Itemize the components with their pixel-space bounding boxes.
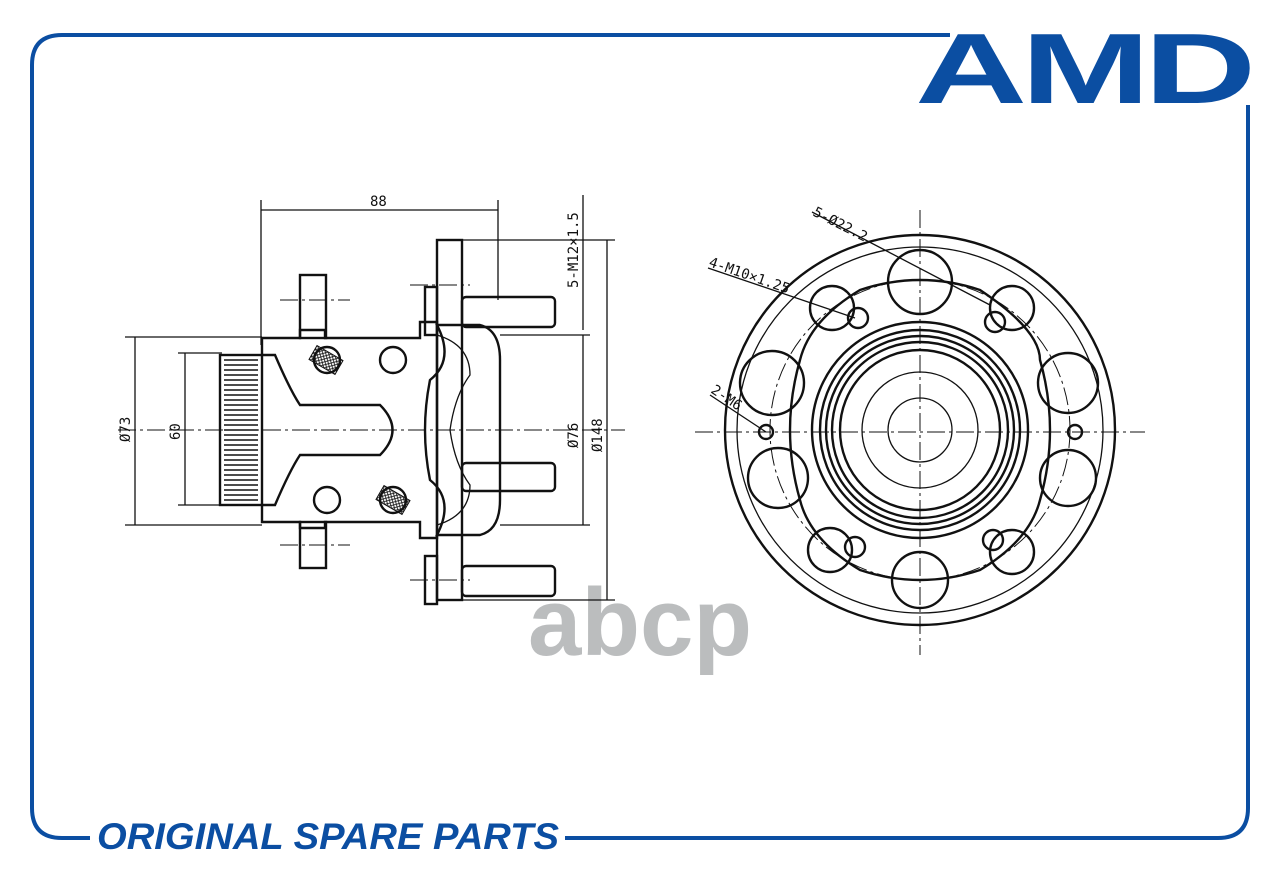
slogan: ORIGINAL SPARE PARTS	[97, 816, 559, 857]
bolt-hole	[988, 284, 1036, 332]
threaded-hole	[843, 535, 867, 559]
hub-ring	[824, 334, 1016, 526]
svg-text:AMD: AMD	[915, 13, 1251, 125]
watermark: abcp	[528, 569, 752, 676]
bolt-hole	[1036, 351, 1100, 415]
label-threaded-holes: 4-M10×1.25	[707, 255, 792, 298]
dim-abs-dia: Ø73	[118, 417, 134, 442]
bolt-hole	[746, 446, 810, 510]
hub-ring	[861, 371, 979, 489]
stud	[460, 564, 557, 598]
bolt-hole	[886, 248, 954, 316]
hub-ring	[810, 320, 1030, 540]
side-section-view: 88 Ø73 60 Ø76 Ø148 5-M12×1.5	[118, 194, 625, 606]
threaded-hole	[846, 306, 870, 330]
front-view: 5-Ø22.2 4-M10×1.25 2-M6	[695, 204, 1145, 655]
stud	[460, 461, 557, 493]
bolt-hole	[988, 528, 1036, 576]
bolt-hole	[738, 349, 806, 417]
abs-ring	[218, 353, 264, 507]
hub-ring	[887, 397, 953, 463]
m6-hole	[1066, 423, 1084, 441]
threaded-hole	[983, 310, 1007, 334]
threaded-hole	[981, 528, 1005, 552]
hub-ring	[818, 328, 1022, 532]
hub-ring	[830, 340, 1010, 520]
amd-logo: AMD	[915, 13, 1255, 125]
bolt-hole	[890, 550, 950, 610]
dim-stud-thread: 5-M12×1.5	[566, 212, 582, 288]
hub-body	[260, 320, 439, 540]
m6-hole	[757, 423, 775, 441]
dim-width: 88	[370, 194, 387, 210]
hub-ring	[838, 348, 1002, 512]
label-holes: 5-Ø22.2	[810, 204, 870, 245]
dim-pilot-dia: Ø76	[566, 423, 582, 448]
bolt-hole	[1038, 448, 1098, 508]
bolt-hole	[806, 526, 854, 574]
dim-flange-dia: Ø148	[590, 418, 606, 452]
stud	[460, 295, 557, 329]
frame-border	[30, 33, 1250, 840]
dim-inner-dia: 60	[168, 423, 184, 440]
